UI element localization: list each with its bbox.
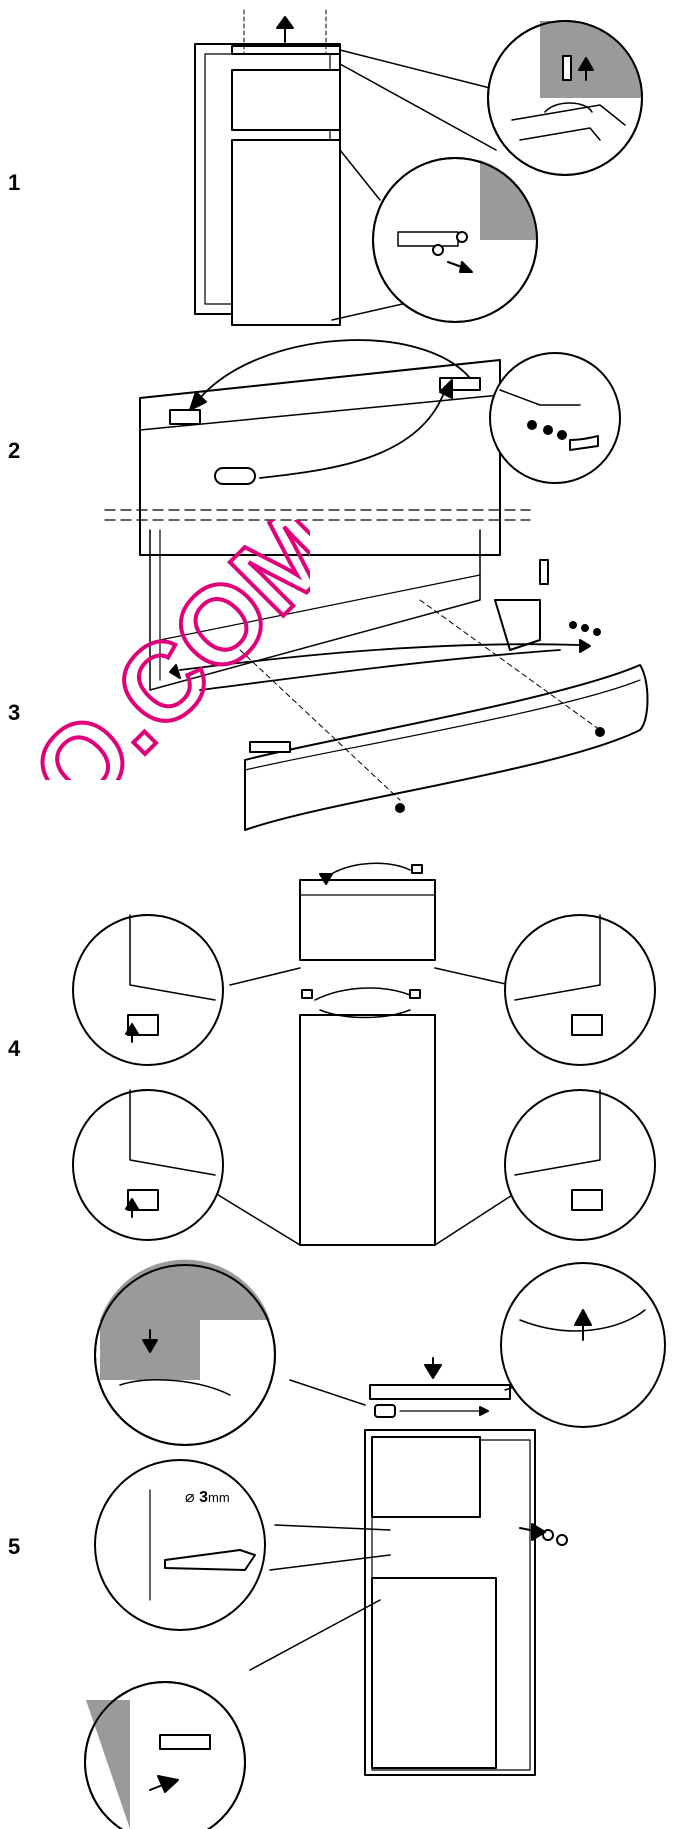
step-3-illustration	[149, 529, 649, 831]
step-number-3: 3	[8, 700, 21, 725]
step-number-5: 5	[8, 1534, 21, 1559]
hinge-circle-top-right	[504, 914, 656, 1066]
watermark: O.COM	[7, 520, 310, 780]
drill-size-note: ⌀ 3mm	[185, 1487, 230, 1507]
step-2-illustration	[104, 339, 621, 556]
hinge-circle-top-left	[72, 914, 224, 1066]
step-1-illustration	[194, 9, 643, 326]
drill-detail-circle	[94, 1459, 266, 1631]
step-number-4: 4	[8, 1036, 21, 1061]
watermark-text: O.COM	[9, 520, 310, 780]
drill-size-unit: mm	[208, 1490, 230, 1505]
handle-detail-circle	[489, 352, 621, 484]
hinge-circle-bottom-left	[72, 1089, 224, 1241]
step-5-illustration	[84, 1259, 666, 1829]
step-number-1: 1	[8, 170, 21, 195]
install-detail-circle-right	[500, 1262, 666, 1428]
step-4-illustration	[72, 862, 656, 1246]
drill-size-value: 3	[199, 1489, 208, 1506]
hinge-circle-bottom-right	[504, 1089, 656, 1241]
diameter-symbol: ⌀	[185, 1489, 195, 1506]
step-number-2: 2	[8, 438, 21, 463]
